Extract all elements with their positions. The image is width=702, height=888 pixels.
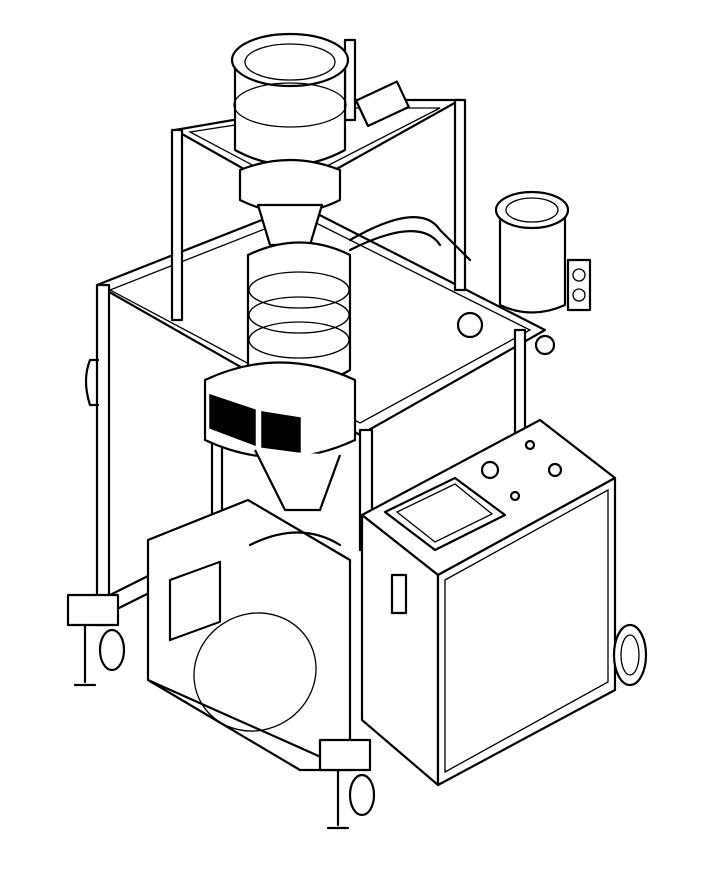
control-cabinet — [360, 418, 617, 787]
collection-bin — [146, 498, 352, 772]
casters — [66, 593, 648, 830]
hopper-column — [203, 32, 357, 512]
touch-screen — [383, 476, 507, 552]
filter-unit — [348, 80, 592, 356]
switch — [390, 573, 408, 615]
emergency-stop — [480, 460, 500, 480]
